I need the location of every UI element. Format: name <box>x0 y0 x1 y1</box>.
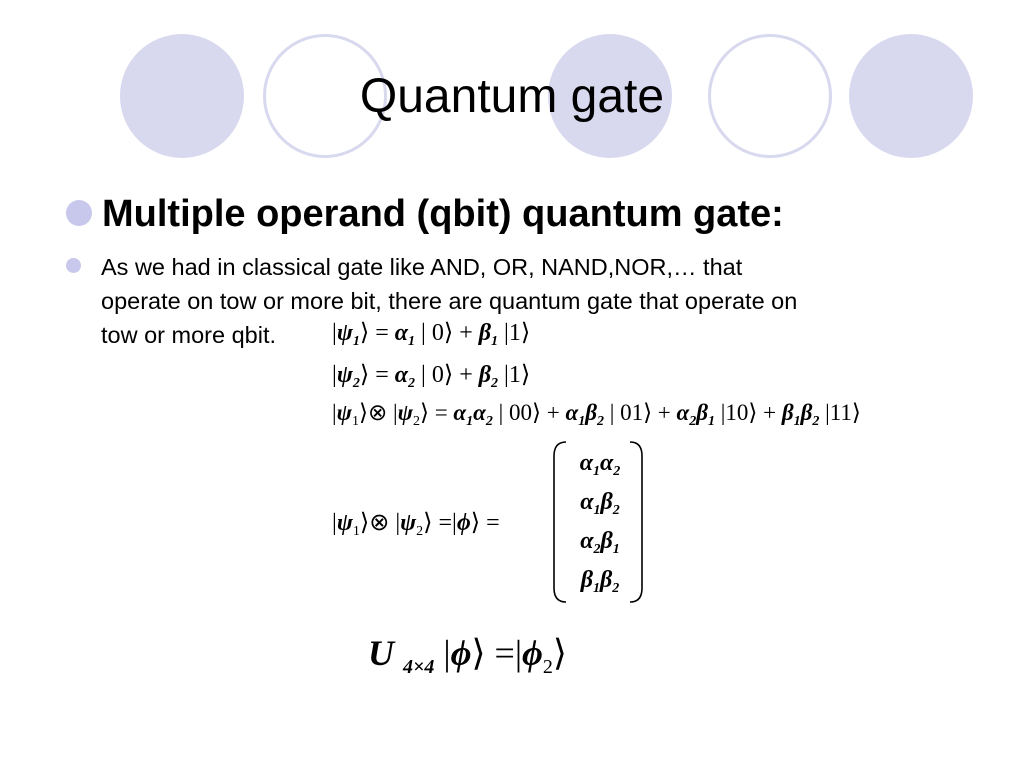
decor-circle-3 <box>548 34 672 158</box>
bullet-sub-text: As we had in classical gate like AND, OR… <box>101 250 981 352</box>
bullet-sub-line-1: As we had in classical gate like AND, OR… <box>101 254 743 280</box>
slide-title: Quantum gate <box>359 70 665 123</box>
matrix-entry-1: α1α2 <box>579 450 621 479</box>
decor-circle-1 <box>120 34 244 158</box>
decor-circle-5 <box>849 34 973 158</box>
bullet-dot-main <box>66 200 92 226</box>
matrix-brackets <box>553 441 643 603</box>
decor-circle-2 <box>263 34 387 158</box>
bullet-dot-sub <box>66 258 81 273</box>
equation-tensor-product: |ψ1⟩⊗ |ψ2⟩ = α1α2 | 00⟩ + α1β2 | 01⟩ + α… <box>332 400 861 429</box>
matrix-entry-2: α1β2 <box>580 489 620 518</box>
bullet-main-text: Multiple operand (qbit) quantum gate: <box>102 193 784 235</box>
equation-psi1: |ψ1⟩ = α1 | 0⟩ + β1 |1⟩ <box>332 320 531 349</box>
state-vector-matrix: α1α2 α1β2 α2β1 β1β2 <box>552 440 644 604</box>
bullet-sub-line-3: tow or more qbit. <box>101 322 277 348</box>
matrix-entry-3: α2β1 <box>580 528 620 557</box>
decor-circle-4 <box>708 34 832 158</box>
matrix-entry-4: β1β2 <box>580 567 620 596</box>
bullet-sub-line-2: operate on tow or more bit, there are qu… <box>101 288 798 314</box>
equation-unitary: U 4×4 |ϕ⟩ =|ϕ2⟩ <box>368 633 567 678</box>
equation-phi-vector: |ψ1⟩⊗ |ψ2⟩ =|ϕ⟩ = <box>332 510 500 539</box>
equation-psi2: |ψ2⟩ = α2 | 0⟩ + β2 |1⟩ <box>332 362 531 391</box>
